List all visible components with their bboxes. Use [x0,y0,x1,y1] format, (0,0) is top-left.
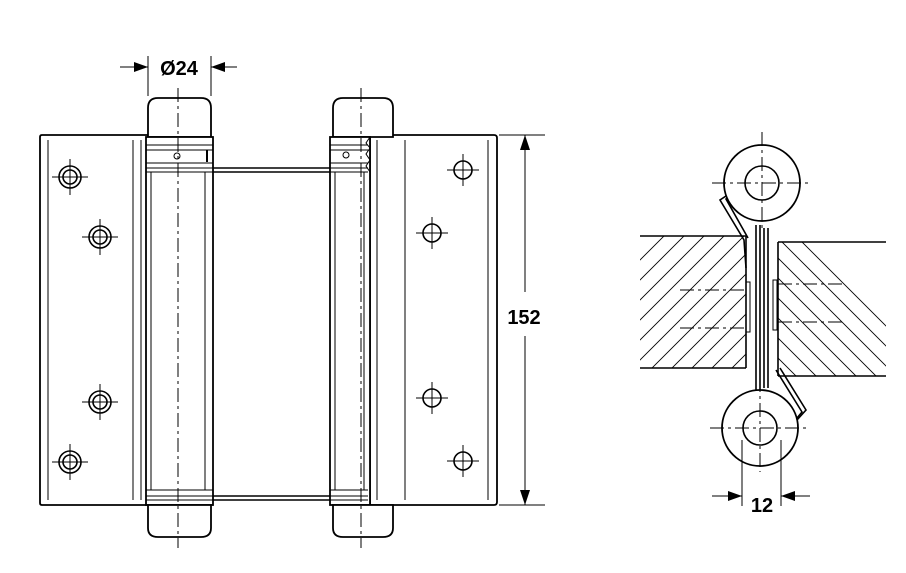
screw-hole [416,217,448,249]
left-screw-holes [52,159,118,480]
right-barrel [329,97,394,538]
right-leaf-plate [369,134,498,506]
screw-hole [82,219,118,255]
left-leaf-plate [39,134,151,506]
upper-knuckle [712,132,812,228]
left-barrel [145,97,214,538]
screw-hole [52,159,88,195]
gap-dimension: 12 [712,440,810,517]
screw-hole [447,445,479,477]
screw-hole [416,382,448,414]
front-view: Ø24 152 [39,56,545,548]
screw-hole [447,154,479,186]
gap-label: 12 [751,495,773,517]
diameter-dimension: Ø24 [120,56,237,96]
height-dimension: 152 [499,134,545,506]
section-view: 12 [640,132,886,517]
height-label: 152 [507,307,540,329]
lower-knuckle [710,378,810,472]
left-frame-block [640,235,747,369]
spring-band [211,167,330,501]
right-screw-holes [416,154,479,477]
diameter-label: Ø24 [160,58,199,80]
right-door-block [777,241,886,377]
screw-hole [82,384,118,420]
screw-hole [52,444,88,480]
